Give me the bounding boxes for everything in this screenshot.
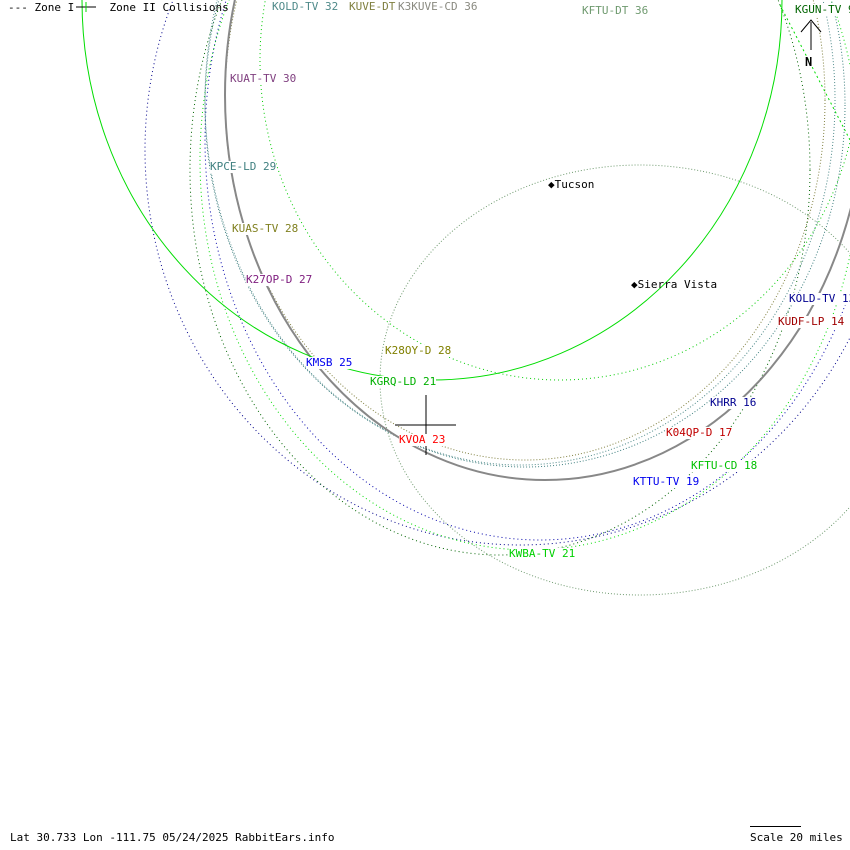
station-label[interactable]: KVOA 23 xyxy=(399,433,446,446)
contour-kwba xyxy=(189,0,811,556)
legend-zone2: Zone II Collisions xyxy=(109,1,229,14)
station-label[interactable]: K28OY-D 28 xyxy=(385,344,452,357)
station-label[interactable]: KFTU-CD 18 xyxy=(691,459,758,472)
north-arrow-icon xyxy=(800,19,822,50)
station-label[interactable]: K04QP-D 17 xyxy=(666,426,733,439)
station-label[interactable]: KFTU-DT 36 xyxy=(582,4,649,17)
footer-info: Lat 30.733 Lon -111.75 05/24/2025 Rabbit… xyxy=(10,831,335,844)
contour-kttu xyxy=(204,0,850,541)
station-label[interactable]: KGRQ-LD 21 xyxy=(370,375,437,388)
contour-kuve xyxy=(224,0,826,461)
station-label[interactable]: KPCE-LD 29 xyxy=(210,160,277,173)
station-label[interactable]: KUAT-TV 30 xyxy=(230,72,297,85)
contour-kgun xyxy=(144,0,850,546)
station-label[interactable]: KTTU-TV 19 xyxy=(633,475,700,488)
station-label[interactable]: KWBA-TV 21 xyxy=(509,547,576,560)
city-sierra-vista: ◆Sierra Vista xyxy=(631,278,718,291)
contour-kold xyxy=(204,0,836,466)
north-label: N xyxy=(805,55,813,69)
station-label[interactable]: KUVE-DT xyxy=(349,0,396,13)
station-label[interactable]: K3KUVE-CD 36 xyxy=(398,0,478,13)
scale-label: Scale 20 miles xyxy=(750,831,843,844)
contour-kpce xyxy=(204,0,846,468)
station-label[interactable]: K27OP-D 27 xyxy=(246,273,313,286)
legend: --- Zone I Zone II Collisions xyxy=(8,1,229,14)
station-label[interactable]: KGUN-TV 9 xyxy=(795,4,850,16)
contour-kgrq xyxy=(81,0,783,381)
contour-kftu-dt xyxy=(379,164,850,596)
legend-zone1: --- Zone I xyxy=(8,1,75,14)
scale-bar xyxy=(750,826,801,827)
station-label[interactable]: KOLD-TV 32 xyxy=(272,0,339,13)
contour-kmsb xyxy=(224,0,850,481)
station-label[interactable]: KUDF-LP 14 xyxy=(778,315,845,328)
station-label[interactable]: KUAS-TV 28 xyxy=(232,222,299,235)
kgun-line xyxy=(779,4,850,141)
city-tucson: ◆Tucson xyxy=(548,178,595,191)
station-label[interactable]: KOLD-TV 13 xyxy=(789,293,850,305)
contour-kftu-cd xyxy=(199,0,850,551)
station-label[interactable]: KMSB 25 xyxy=(306,356,353,369)
station-label[interactable]: KHRR 16 xyxy=(710,396,757,409)
